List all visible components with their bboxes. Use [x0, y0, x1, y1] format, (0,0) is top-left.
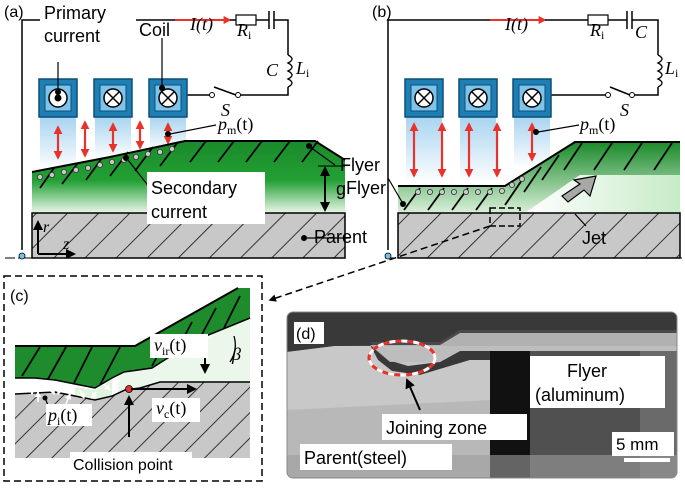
panel-a-tag: (a): [4, 4, 24, 21]
scale-label: 5 mm: [616, 435, 659, 454]
flyer-b: [398, 142, 680, 213]
capacitor-label-a: C: [266, 60, 279, 80]
pressure-arrows-a: [53, 120, 173, 160]
panel-b: (b) I(t) Ri C Li S pm(t) Flyer Jet: [268, 4, 682, 302]
pressure-label-a: pm(t): [216, 114, 253, 137]
panel-c-tag: (c): [10, 288, 29, 305]
panel-c: (c) vir(t) β pi(t) vc(t) Collision point: [3, 275, 263, 482]
v-c-label: vc(t): [156, 398, 186, 421]
zoom-box: [489, 207, 521, 227]
flyer-label-a: Flyer: [340, 155, 380, 175]
flyer-label-b: Flyer: [346, 178, 386, 198]
jet-arrow: [561, 175, 597, 203]
switch-b: [609, 86, 631, 96]
beta-label: β: [231, 344, 241, 364]
panel-b-tag: (b): [372, 4, 392, 21]
scale-bar: [624, 458, 670, 462]
secondary-current-dots-a: [37, 145, 175, 180]
secondary-current-dots-b: [414, 175, 526, 195]
primary-current-label-1: Primary: [44, 3, 106, 23]
secondary-current-label-2: current: [151, 202, 207, 222]
gap-label: g: [336, 179, 346, 199]
inductor-label-a: Li: [295, 58, 310, 80]
parent-b: [397, 212, 681, 259]
switch-label-a: S: [221, 100, 230, 120]
p-i-label: pi(t): [46, 405, 77, 428]
parent-steel-label: Parent(steel): [304, 448, 407, 468]
inductor-label-b: Li: [664, 58, 679, 80]
current-label-b: I(t): [504, 14, 528, 35]
joining-zone-label: Joining zone: [386, 418, 487, 438]
capacitor-label-b: C: [635, 22, 648, 42]
switch-label-b: S: [620, 100, 629, 120]
panel-a: (a) Primary current Coil I(t) Ri C Li S …: [4, 0, 350, 260]
switch-a: [213, 86, 237, 96]
resistor-label-a: Ri: [236, 20, 252, 42]
primary-current-label-2: current: [44, 26, 100, 46]
axis-r-label: r: [43, 219, 50, 236]
panel-d: (d) Flyer (aluminum) Joining zone Parent…: [286, 311, 678, 479]
current-label-a: I(t): [189, 14, 213, 35]
pressure-label-b: pm(t): [578, 114, 615, 137]
coil-label: Coil: [139, 20, 170, 40]
interface-pressure-arrows: [28, 379, 121, 405]
panel-d-tag: (d): [296, 326, 316, 343]
parent-label: Parent: [314, 227, 367, 247]
pressure-arrows-b: [409, 122, 537, 178]
flyer-aluminum-label-2: (aluminum): [535, 385, 625, 405]
inductor-b: [656, 54, 663, 88]
v-ir-label: vir(t): [154, 335, 186, 358]
flyer-c: [15, 288, 250, 388]
zoom-leader: [268, 225, 491, 302]
resistor-label-b: Ri: [589, 20, 605, 42]
inductor-a: [286, 54, 293, 88]
jet-label: Jet: [582, 228, 606, 248]
axis-z-label: z: [62, 236, 70, 253]
secondary-current-label-1: Secondary: [151, 178, 237, 198]
collision-point-label: Collision point: [73, 457, 173, 474]
joining-zone-leader: [405, 378, 421, 411]
flyer-aluminum-label-1: Flyer: [567, 361, 607, 381]
